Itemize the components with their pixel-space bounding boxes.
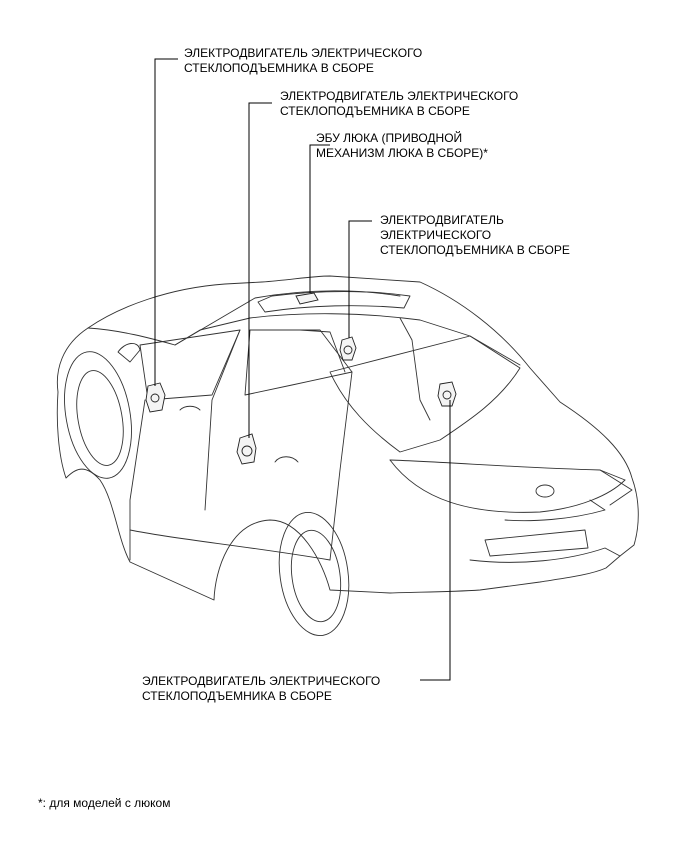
label-motor-rear-left: ЭЛЕКТРОДВИГАТЕЛЬ ЭЛЕКТРИЧЕСКОГО СТЕКЛОПО… <box>280 89 518 119</box>
leader-motor-rear-left <box>248 102 272 438</box>
rear-wheel-outer <box>278 511 350 637</box>
front-wheel-outer <box>64 351 132 479</box>
label-motor-front-right: ЭЛЕКТРОДВИГАТЕЛЬ ЭЛЕКТРИЧЕСКОГО СТЕКЛОПО… <box>380 213 570 258</box>
front-door-window <box>139 329 241 401</box>
leader-motor-front-right <box>348 220 372 338</box>
label-line: МЕХАНИЗМ ЛЮКА В СБОРЕ)* <box>316 146 488 160</box>
window-motor-front-left <box>145 382 166 413</box>
label-line: ЭЛЕКТРОДВИГАТЕЛЬ <box>380 213 504 227</box>
trunk-emblem <box>535 484 555 498</box>
b-pillar <box>204 329 241 511</box>
roof-line <box>249 313 521 366</box>
label-line: СТЕКЛОПОДЪЕМНИКА В СБОРЕ <box>280 104 470 118</box>
trunk-edge <box>389 459 626 513</box>
hood-line <box>87 327 176 346</box>
trunk-lid <box>389 459 626 481</box>
leader-motor-front-left <box>154 58 178 386</box>
label-line: ЭБУ ЛЮКА (ПРИВОДНОЙ <box>316 131 463 145</box>
window-motor-rear-left <box>236 433 257 465</box>
label-line: СТЕКЛОПОДЪЕМНИКА В СБОРЕ <box>184 61 374 75</box>
rear-door-handle <box>274 456 299 463</box>
sunroof-ecu-part <box>295 292 319 305</box>
rear-quarter-window <box>299 329 346 373</box>
side-mirror <box>117 343 141 363</box>
leader-lines <box>154 58 451 681</box>
label-line: ЭЛЕКТРОДВИГАТЕЛЬ ЭЛЕКТРИЧЕСКОГО <box>184 46 423 60</box>
rear-door-window <box>244 329 353 396</box>
taillight-right <box>599 469 633 506</box>
window-motor-rear-right <box>437 381 457 407</box>
interior-c-pillar <box>399 317 431 421</box>
label-motor-front-left: ЭЛЕКТРОДВИГАТЕЛЬ ЭЛЕКТРИЧЕСКОГО СТЕКЛОПО… <box>184 46 422 76</box>
label-line: ЭЛЕКТРОДВИГАТЕЛЬ ЭЛЕКТРИЧЕСКОГО <box>142 674 381 688</box>
label-line: ЭЛЕКТРОДВИГАТЕЛЬ ЭЛЕКТРИЧЕСКОГО <box>280 89 519 103</box>
label-line: СТЕКЛОПОДЪЕМНИКА В СБОРЕ <box>142 689 332 703</box>
door-sill <box>129 529 331 561</box>
front-door-edge <box>129 399 146 561</box>
front-door-handle <box>179 405 201 411</box>
rear-bumper <box>469 547 621 563</box>
car-silhouette <box>56 275 639 601</box>
front-wheel-inner <box>76 370 124 466</box>
label-sunroof-ecu: ЭБУ ЛЮКА (ПРИВОДНОЙ МЕХАНИЗМ ЛЮКА В СБОР… <box>316 131 488 161</box>
taillight-left <box>504 499 606 522</box>
license-plate-area <box>484 529 589 557</box>
car-body-outline <box>56 275 639 637</box>
label-line: ЭЛЕКТРИЧЕСКОГО <box>380 228 492 242</box>
window-motor-front-right <box>339 336 357 361</box>
rear-door-edge <box>329 371 353 561</box>
a-pillar <box>174 317 251 346</box>
rear-wheel-inner <box>290 529 342 623</box>
label-motor-rear-right: ЭЛЕКТРОДВИГАТЕЛЬ ЭЛЕКТРИЧЕСКОГО СТЕКЛОПО… <box>142 674 380 704</box>
leader-sunroof-ecu <box>309 144 330 293</box>
leader-motor-rear-right <box>420 400 451 681</box>
label-line: СТЕКЛОПОДЪЕМНИКА В СБОРЕ <box>380 243 570 257</box>
footnote: *: для моделей с люком <box>38 796 171 810</box>
rear-window <box>329 335 521 453</box>
windshield <box>174 290 401 346</box>
